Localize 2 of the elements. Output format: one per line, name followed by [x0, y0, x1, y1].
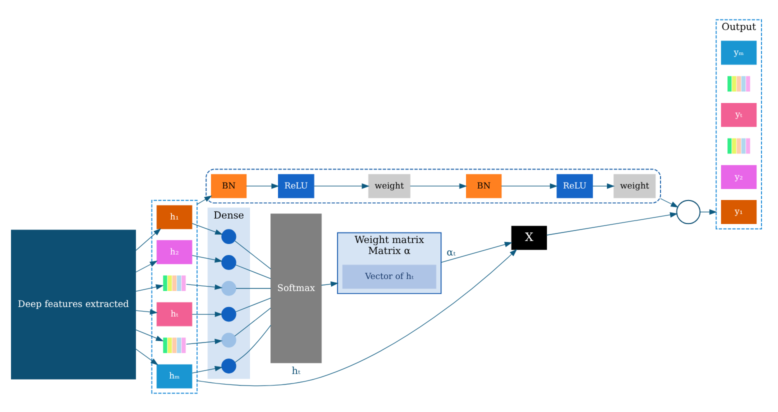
edge-label: hₜ — [292, 365, 300, 376]
edge-label: αₜ — [446, 246, 456, 258]
